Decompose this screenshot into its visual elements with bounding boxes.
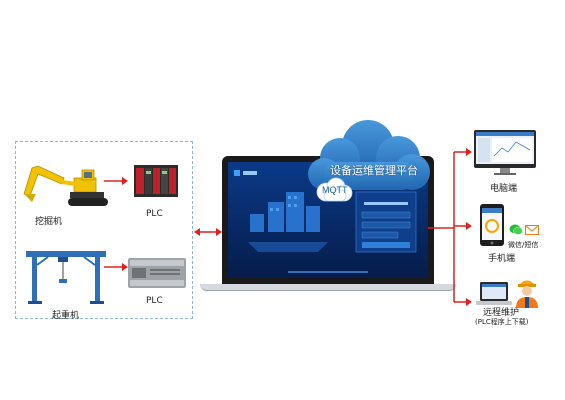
wechat-icon — [509, 224, 523, 235]
smartphone-icon — [480, 204, 504, 246]
mqtt-label: MQTT — [322, 185, 348, 195]
cloud-platform-title: 设备运维管理平台 — [330, 164, 418, 177]
field-devices-group — [15, 141, 193, 319]
right-connector — [428, 148, 472, 306]
worker-icon — [516, 280, 538, 308]
plc-bottom-label: PLC — [146, 296, 163, 306]
excavator-label: 挖掘机 — [35, 217, 63, 227]
mqtt-bubble — [316, 177, 353, 202]
plc-top-icon — [134, 165, 178, 197]
laptop-base — [200, 284, 456, 291]
excavator-icon — [23, 165, 108, 206]
wechat-sms-label: 微信/短信 — [508, 241, 539, 249]
remote-maintenance-label: 远程维护 — [483, 308, 520, 318]
pc-client-label: 电脑端 — [490, 184, 518, 194]
field-laptop-arrow — [194, 228, 222, 236]
remote-laptop-icon — [476, 282, 512, 305]
crane-plc-arrow — [104, 263, 128, 271]
excavator-plc-arrow — [104, 177, 128, 185]
plc-top-label: PLC — [146, 209, 163, 219]
mail-icon — [525, 225, 539, 235]
cloud-icon — [308, 120, 430, 190]
monitor-icon — [474, 130, 536, 175]
plc-bottom-icon — [128, 258, 186, 288]
gantry-crane-icon — [26, 251, 106, 304]
remote-maintenance-sublabel: (PLC程序上下载) — [475, 318, 529, 326]
crane-label: 起重机 — [52, 311, 80, 321]
mobile-client-label: 手机端 — [488, 254, 516, 264]
